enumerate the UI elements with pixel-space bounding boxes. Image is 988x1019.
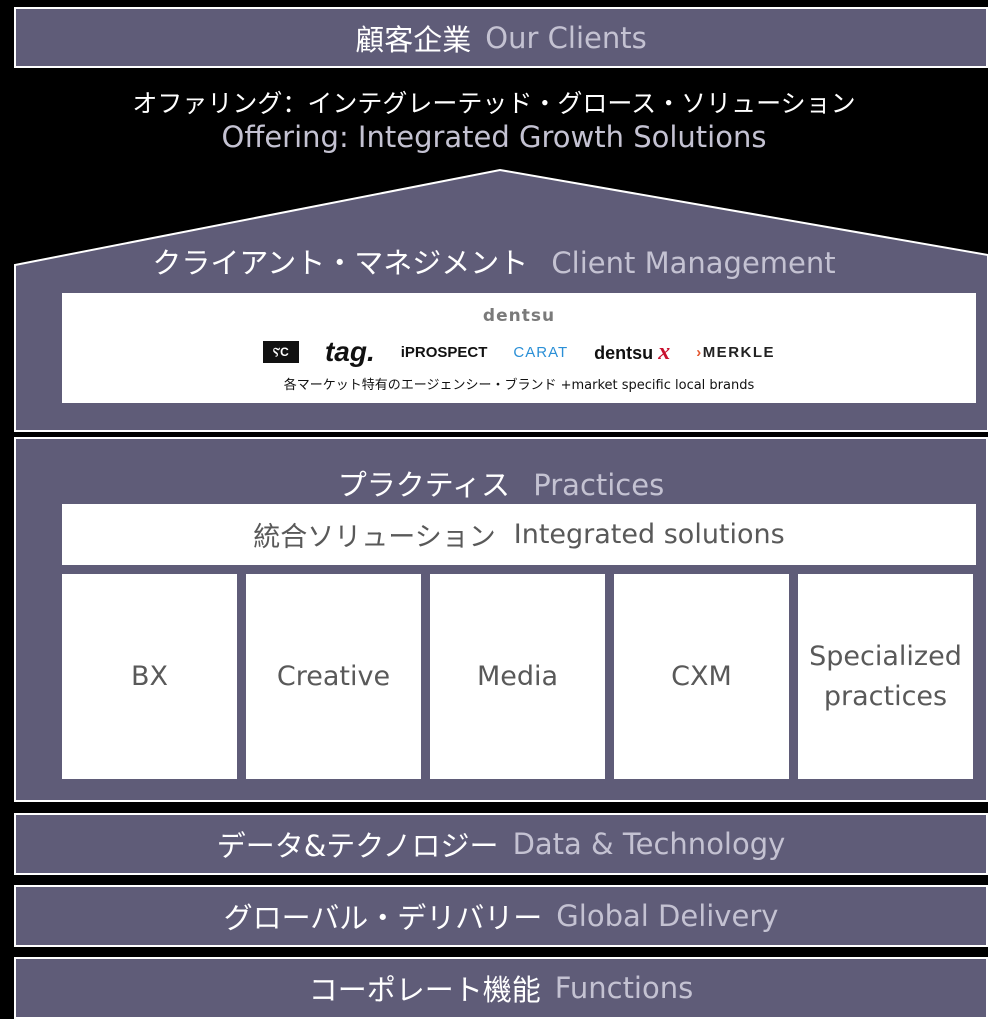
data-technology-band: データ&テクノロジー Data & Technology <box>14 813 988 875</box>
iprospect-logo: iPROSPECT <box>400 343 488 361</box>
global-delivery-band: グローバル・デリバリー Global Delivery <box>14 885 988 947</box>
carat-logo: CARAT <box>513 343 569 361</box>
functions-band: コーポレート機能 Functions <box>14 957 988 1019</box>
merkle-word: MERKLE <box>702 343 776 361</box>
practice-cxm: CXM <box>614 574 789 779</box>
integrated-solutions-label-jp: 統合ソリューション <box>253 522 496 553</box>
client-management-title: クライアント・マネジメント Client Management <box>0 240 988 282</box>
dentsu-x-word: dentsu <box>594 342 654 363</box>
integrated-solutions-bar: 統合ソリューション Integrated solutions <box>62 504 976 565</box>
client-management-label-en: Client Management <box>551 246 836 280</box>
dentsu-x-mark: x <box>658 338 671 365</box>
practice-creative: Creative <box>246 574 421 779</box>
offering-label-en: Offering: Integrated Growth Solutions <box>221 120 767 154</box>
practices-title: プラクティス Practices <box>16 462 986 504</box>
dentsu-creative-logo: ⲊC <box>262 341 299 363</box>
practice-bx: BX <box>62 574 237 779</box>
offering-heading: オファリング：インテグレーテッド・グロース・ソリューション Offering: … <box>0 88 988 154</box>
practices-label-jp: プラクティス <box>337 468 511 502</box>
clients-label-jp: 顧客企業 <box>355 22 472 57</box>
local-brands-caption: 各マーケット特有のエージェンシー・ブランド +market specific l… <box>283 378 755 393</box>
global-delivery-label-jp: グローバル・デリバリー <box>223 901 543 935</box>
agency-logo-row: ⲊC tag. iPROSPECT CARAT dentsu x ›MERKLE <box>62 336 976 368</box>
practice-specialized: Specialized practices <box>798 574 973 779</box>
merkle-mark: › <box>696 343 703 361</box>
dentsu-x-logo: dentsu x <box>594 339 670 366</box>
offering-label-jp: オファリング：インテグレーテッド・グロース・ソリューション <box>132 89 856 118</box>
agency-brands-panel: dentsu ⲊC tag. iPROSPECT CARAT dentsu x … <box>62 293 976 403</box>
functions-label-en: Functions <box>554 971 694 1005</box>
client-management-label-jp: クライアント・マネジメント <box>152 246 529 280</box>
data-technology-label-jp: データ&テクノロジー <box>216 829 499 863</box>
data-technology-label-en: Data & Technology <box>512 827 786 861</box>
dentsu-logo: dentsu <box>482 306 556 326</box>
practices-label-en: Practices <box>533 468 665 502</box>
global-delivery-label-en: Global Delivery <box>556 899 779 933</box>
tag-logo: tag. <box>324 336 375 367</box>
integrated-solutions-label-en: Integrated solutions <box>513 519 785 550</box>
clients-label-en: Our Clients <box>485 20 647 55</box>
merkle-logo: ›MERKLE <box>696 344 775 361</box>
practice-media: Media <box>430 574 605 779</box>
clients-band: 顧客企業 Our Clients <box>14 7 988 68</box>
practices-panel: プラクティス Practices 統合ソリューション Integrated so… <box>14 437 988 802</box>
functions-label-jp: コーポレート機能 <box>308 973 541 1007</box>
